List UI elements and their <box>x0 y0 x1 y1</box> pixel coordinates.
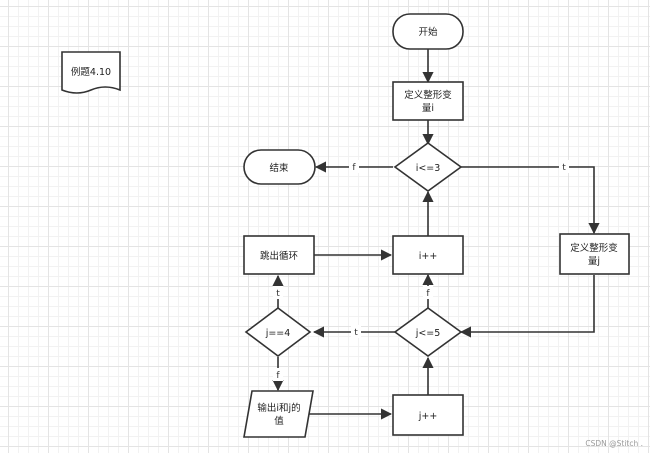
edge-label-cond-j-eq-false: f <box>276 371 280 381</box>
edge-cond-i-to-define-j <box>461 166 600 235</box>
node-cond-j-eq[interactable]: j==4 <box>244 307 312 357</box>
edge-label-cond-i-true: t <box>562 163 566 173</box>
node-start[interactable]: 开始 <box>392 13 464 50</box>
node-output[interactable]: 输出i和j的 值 <box>243 390 314 438</box>
edge-label-cond-j-eq-true: t <box>276 289 280 299</box>
node-define-j-label-2: 量j <box>588 256 600 267</box>
node-cond-i[interactable]: i<=3 <box>393 142 463 192</box>
node-incr-i-label: i++ <box>419 251 438 262</box>
node-cond-j-label: j<=5 <box>415 328 441 339</box>
node-define-j[interactable]: 定义整形变 量j <box>559 233 630 275</box>
edge-label-cond-j-false: f <box>426 289 430 299</box>
example-note[interactable]: 例题4.10 <box>61 51 121 94</box>
node-output-label-2: 值 <box>274 415 284 427</box>
watermark: CSDN @Stitch . <box>585 439 643 448</box>
node-define-i[interactable]: 定义整形变 量i <box>392 81 464 121</box>
node-start-label: 开始 <box>418 26 438 38</box>
edges <box>272 49 600 420</box>
edge-labels: f t t t f f <box>273 160 569 381</box>
node-break-loop[interactable]: 跳出循环 <box>243 235 315 275</box>
edge-define-j-to-cond-j <box>459 275 595 338</box>
node-incr-j[interactable]: j++ <box>392 394 464 436</box>
example-label: 例题4.10 <box>71 66 111 78</box>
node-end-label: 结束 <box>269 162 289 174</box>
node-end[interactable]: 结束 <box>243 149 316 185</box>
node-cond-j[interactable]: j<=5 <box>393 307 463 357</box>
node-cond-j-eq-label: j==4 <box>265 328 291 339</box>
node-cond-i-label: i<=3 <box>416 163 441 174</box>
node-define-i-label-2: 量i <box>422 103 434 114</box>
node-define-j-label-1: 定义整形变 <box>570 242 618 254</box>
node-define-i-label-1: 定义整形变 <box>404 89 452 101</box>
node-incr-j-label: j++ <box>418 411 438 422</box>
edge-label-cond-j-true: t <box>354 328 358 338</box>
node-incr-i[interactable]: i++ <box>392 235 464 275</box>
edge-label-cond-i-false: f <box>352 163 356 173</box>
node-output-label-1: 输出i和j的 <box>257 402 300 414</box>
node-break-loop-label: 跳出循环 <box>260 250 298 262</box>
